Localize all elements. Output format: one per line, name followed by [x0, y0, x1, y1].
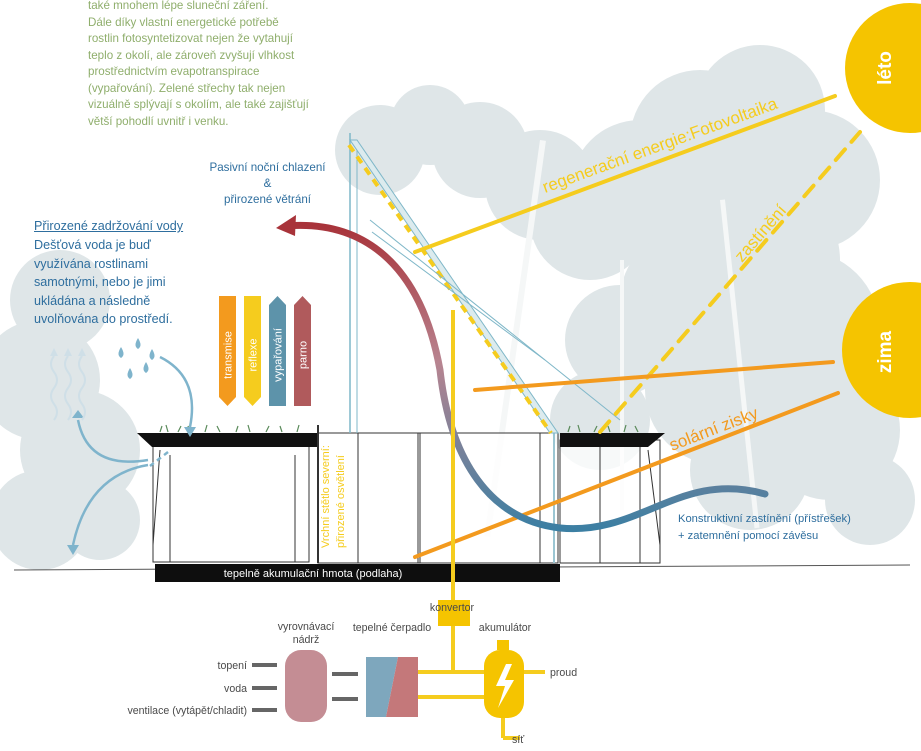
green-roof-right — [567, 424, 639, 433]
energy-bar-label-1: reflexe — [248, 338, 260, 371]
center-building — [317, 425, 559, 564]
water-arrowheads — [67, 410, 196, 555]
heat-pump-label: tepelné čerpadlo — [353, 622, 431, 634]
pipes — [252, 663, 358, 712]
skylight-label-line2: přirozené osvětlení — [335, 455, 347, 548]
structural-shading-label: Konstruktivní zastínění (přístřešek) + z… — [678, 513, 851, 542]
energy-bar-label-0: transmise — [223, 331, 235, 379]
air-flow-arrowhead — [276, 215, 296, 236]
water-retention-body: Dešťová voda je buď využívána rostlinami… — [34, 238, 173, 326]
right-building — [559, 433, 665, 564]
intro-text: také mnohem lépe sluneční záření. Dále d… — [88, 0, 309, 128]
summer-sun — [845, 3, 921, 133]
water-flow-arrows — [71, 355, 194, 546]
sun-rays — [413, 94, 862, 559]
converter-label: konvertor — [430, 602, 475, 614]
thermal-mass-slab — [155, 564, 560, 582]
passive-cooling-label: Pasivní noční chlazení & přirozené větrá… — [209, 161, 326, 206]
current-label: proud — [550, 667, 577, 679]
energy-bar-1 — [244, 296, 261, 406]
ventilation-label: ventilace (vytápět/chladit) — [127, 705, 247, 717]
water-retention-title: Přirozené zadržování vody — [34, 219, 184, 233]
heat-pump — [366, 657, 418, 717]
energy-bar-0 — [219, 296, 236, 406]
summer-label: léto — [875, 51, 896, 85]
rain-drops — [118, 338, 155, 379]
evaporation-arrows — [50, 355, 86, 421]
accumulator — [484, 640, 524, 718]
evaporation-arrowheads — [50, 348, 86, 356]
roof-frame — [347, 133, 621, 435]
winter-label: zima — [875, 330, 896, 373]
air-flow-curve — [282, 221, 769, 533]
grid-label: síť — [512, 734, 525, 746]
buffer-tank-label-2: nádrž — [293, 634, 320, 646]
skylight-label-line1: Vrchní stětlo severní: — [320, 445, 332, 548]
buffer-tank — [285, 650, 327, 722]
thermal-mass-label: tepelně akumulační hmota (podlaha) — [224, 568, 403, 580]
power-lines — [413, 310, 545, 740]
accumulator-label: akumulátor — [479, 622, 532, 634]
water-label: voda — [224, 683, 247, 695]
energy-bar-3 — [294, 296, 311, 406]
buffer-tank-label-1: vyrovnávací — [278, 621, 335, 633]
background-trees — [0, 45, 915, 570]
converter-box — [438, 600, 470, 626]
heating-label: topení — [218, 660, 248, 672]
left-building — [137, 433, 318, 563]
energy-bar-2 — [269, 296, 286, 406]
energy-bar-label-2: vypařování — [273, 328, 285, 382]
winter-sun — [842, 282, 921, 418]
energy-bar-label-3: parno — [298, 341, 310, 369]
green-roof-left — [159, 424, 300, 433]
energy-bars: transmise reflexe vypařování parno — [219, 296, 311, 406]
